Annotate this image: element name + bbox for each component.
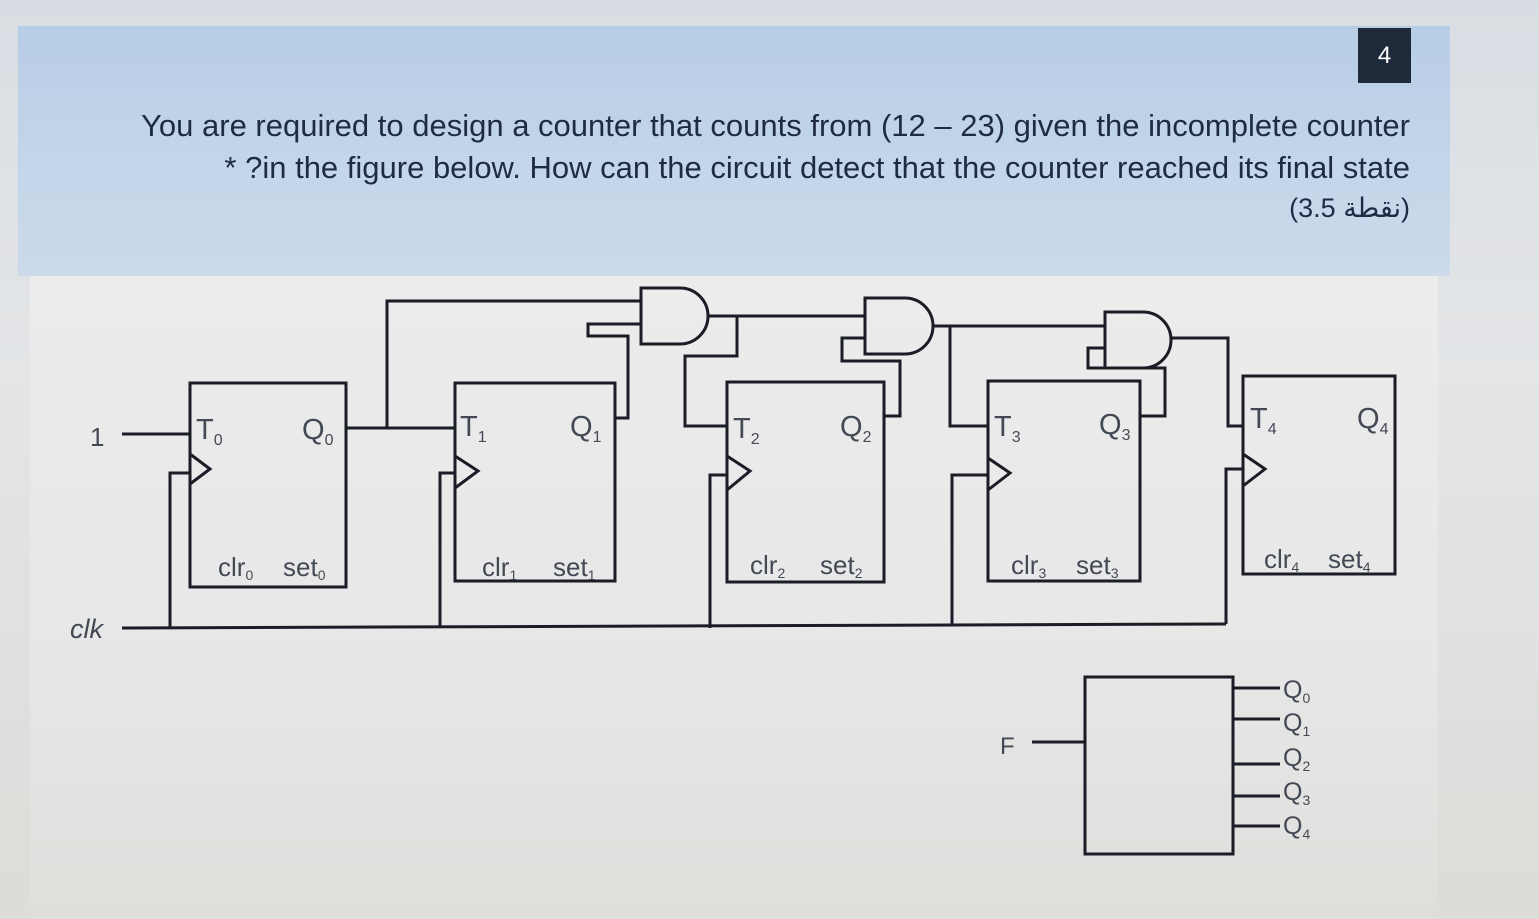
wire-q1-gate1 [586, 322, 641, 420]
question-text-line-1: You are required to design a counter tha… [141, 108, 1410, 143]
wire-clk-ff2 [708, 473, 727, 628]
wire-clk-ff1 [438, 471, 455, 628]
flip-flop-0: T0 Q0 clr0 set0 [188, 381, 348, 589]
ff1-set-label: set1 [553, 552, 596, 583]
detector-inputs: Q0 Q1 Q2 Q3 Q4 [1233, 676, 1310, 842]
question-text-line-2: * ?in the figure below. How can the circ… [224, 150, 1410, 185]
wire-clk-ff0 [168, 471, 190, 628]
wire-q0-gate1 [385, 299, 641, 428]
wire-clk-ff4 [1224, 467, 1243, 624]
f-label: F [1000, 733, 1015, 760]
wire-clk-ff3 [950, 473, 988, 626]
ff0-q-label: Q0 [302, 414, 334, 449]
detector-input-q3: Q3 [1283, 778, 1310, 808]
flip-flop-1: T1 Q1 clr1 set1 [453, 381, 617, 583]
detector-input-q1: Q1 [1283, 709, 1310, 739]
flip-flop-2: T2 Q2 clr2 set2 [725, 380, 886, 584]
detector-input-q4: Q4 [1283, 812, 1310, 842]
question-header [18, 26, 1450, 276]
ff3-t-label: T3 [994, 411, 1021, 446]
ff4-set-label: set4 [1328, 544, 1371, 575]
ff4-clr-label: clr4 [1264, 544, 1299, 575]
wire-gate2-t3 [948, 326, 988, 428]
flip-flop-4: T4 Q4 clr4 set4 [1241, 374, 1397, 576]
input-one-label: 1 [90, 422, 104, 452]
ff2-clr-label: clr2 [750, 550, 785, 581]
counter-circuit-diagram: T0 Q0 clr0 set0 T1 Q1 clr1 set1 T2 Q2 cl… [70, 286, 1397, 856]
question-points: (3.5 نقطة) [1289, 193, 1410, 223]
and-gate-2 [863, 296, 935, 356]
ff2-q-label: Q2 [840, 411, 872, 446]
circuit-figure: T0 Q0 clr0 set0 T1 Q1 clr1 set1 T2 Q2 cl… [30, 276, 1438, 919]
detector-input-q2: Q2 [1283, 744, 1310, 774]
ff2-t-label: T2 [733, 413, 760, 448]
detector-input-q0: Q0 [1283, 676, 1310, 706]
ff1-clr-label: clr1 [482, 552, 517, 583]
ff4-q-label: Q4 [1357, 403, 1389, 438]
wire-clock-bus [121, 622, 1227, 630]
ff1-q-label: Q1 [570, 411, 602, 446]
wire-q2-gate2 [840, 336, 902, 418]
wire-gate3-t4 [1171, 336, 1243, 428]
ff3-clr-label: clr3 [1011, 550, 1046, 581]
ff0-t-label: T0 [196, 414, 223, 449]
clk-label: clk [70, 614, 104, 644]
ff0-clr-label: clr0 [218, 552, 253, 583]
question-number-badge: 4 [1358, 28, 1411, 83]
wire-gate1-out [683, 314, 739, 428]
ff2-set-label: set2 [820, 550, 863, 581]
ff4-t-label: T4 [1250, 403, 1277, 438]
ff1-t-label: T1 [460, 411, 487, 446]
ff3-q-label: Q3 [1099, 409, 1131, 444]
ff0-set-label: set0 [283, 552, 326, 583]
and-gate-1 [639, 286, 710, 346]
wire-q3-gate3 [1086, 346, 1167, 418]
and-gate-3 [1103, 310, 1173, 370]
ff3-set-label: set3 [1076, 550, 1119, 581]
final-state-detector [1083, 675, 1235, 856]
flip-flop-3: T3 Q3 clr3 set3 [986, 379, 1142, 583]
